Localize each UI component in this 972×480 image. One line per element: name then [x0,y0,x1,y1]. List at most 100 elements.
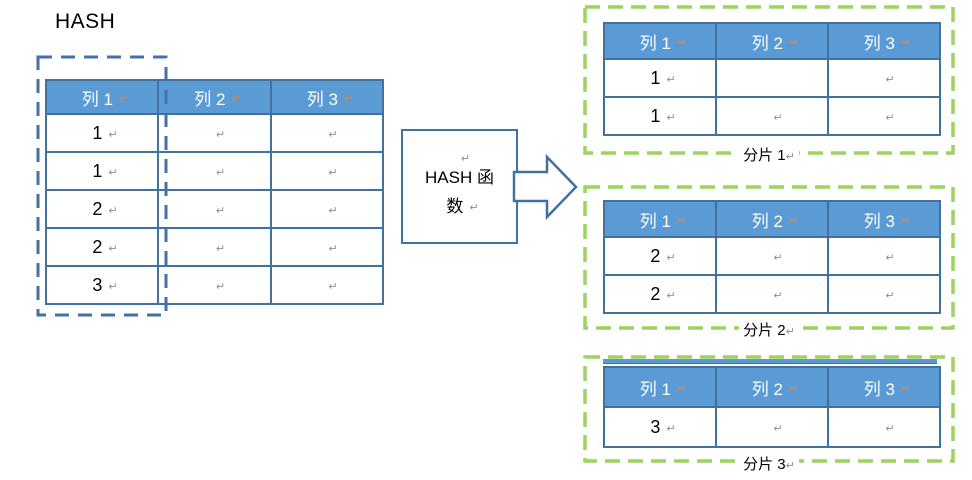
header-cell-col1: 列 1↵ [47,81,157,113]
table-top-strip [603,359,937,364]
shard-1-table: 列 1↵ 列 2↵ 列 3↵ 1↵ ↵ 1↵ ↵ ↵ [603,22,941,136]
table-cell: ↵ [717,276,827,312]
table-cell: ↵ [272,153,382,189]
shard-3-label: 分片 3↵ [583,453,955,474]
paragraph-mark-icon: ↵ [469,202,479,214]
cell-value: 3 [92,274,103,295]
shard-2-table: 列 1↵ 列 2↵ 列 3↵ 2↵ ↵ ↵ 2↵ ↵ ↵ [603,200,941,314]
shard-3-panel: 列 1↵ 列 2↵ 列 3↵ 3↵ ↵ ↵ 分片 3↵ [583,355,955,473]
cell-value: 1 [92,122,103,143]
cell-value: 2 [92,198,103,219]
paragraph-mark-icon: ↵ [885,289,895,302]
paragraph-mark-icon: ↵ [108,204,118,217]
header-text: 列 2 [751,211,783,231]
header-cell-col3: 列 3 ↵ [829,368,939,406]
table-cell: 3↵ [605,408,715,446]
header-cell-col1: 列 1 ↵ [605,368,715,406]
paragraph-mark-icon: ↵ [676,214,687,227]
table-cell: ↵ [159,191,270,227]
header-cell-col3: 列 3 ↵ [829,202,939,236]
paragraph-mark-icon: ↵ [666,251,676,264]
header-text: 列 3 [306,89,338,109]
table-cell: ↵ [272,191,382,227]
paragraph-mark-icon: ↵ [788,382,799,395]
cell-value: 1 [92,160,103,181]
header-cell-col1: 列 1↵ [605,24,715,58]
paragraph-mark-icon: ↵ [773,289,783,302]
table-cell: 1↵ [47,153,157,189]
header-cell-col3: 列 3↵ [272,81,382,113]
paragraph-mark-icon: ↵ [328,128,338,141]
table-cell: ↵ [829,60,939,96]
hash-box-text: HASH 函 [425,168,494,187]
cell-value: 2 [650,283,661,304]
table-cell: 1↵ [47,115,157,151]
table-cell: 2↵ [605,238,715,274]
paragraph-mark-icon: ↵ [788,214,799,227]
paragraph-mark-icon: ↵ [785,151,795,163]
table-cell: 3↵ [47,267,157,303]
paragraph-mark-icon: ↵ [666,111,676,124]
paragraph-mark-icon: ↵ [215,128,226,141]
table-cell: ↵ [717,238,827,274]
table-cell: ↵ [159,153,270,189]
paragraph-mark-icon: ↵ [108,280,118,293]
cell-value: 3 [650,416,661,437]
block-arrow-right-icon [512,153,578,221]
header-text: 列 2 [751,379,783,399]
cell-value: 2 [92,236,103,257]
paragraph-mark-icon: ↵ [676,382,687,395]
header-cell-col2: 列 2 ↵ [717,368,827,406]
table-cell: ↵ [272,267,382,303]
paragraph-mark-icon: ↵ [108,166,118,179]
paragraph-mark-icon: ↵ [666,289,676,302]
header-text: 列 3 [863,211,895,231]
paragraph-mark-icon: ↵ [885,422,895,435]
cell-value: 2 [650,245,661,266]
table-cell: ↵ [272,229,382,265]
hash-function-box: ↵ HASH 函 数↵ [401,129,518,244]
cell-value: 1 [650,67,661,88]
paragraph-mark-icon: ↵ [231,92,241,105]
header-cell-col2: 列 2 ↵ [717,202,827,236]
header-text: 列 3 [863,379,895,399]
paragraph-mark-icon: ↵ [215,166,226,179]
paragraph-mark-icon: ↵ [215,204,226,217]
paragraph-mark-icon: ↵ [885,73,895,86]
diagram-title: HASH [55,10,116,33]
header-text: 列 2 [751,33,783,53]
paragraph-mark-icon: ↵ [773,422,783,435]
table-cell: ↵ [829,238,939,274]
paragraph-mark-icon: ↵ [900,382,911,395]
shard-label-text: 分片 2↵ [739,322,799,339]
header-text: 列 1 [639,211,671,231]
header-text: 列 1 [639,33,671,53]
header-cell-col2: 列 2 ↵ [717,24,827,58]
paragraph-mark-icon: ↵ [328,280,338,293]
paragraph-mark-icon: ↵ [666,73,676,86]
paragraph-mark-icon: ↵ [885,251,895,264]
shard-2-label: 分片 2↵ [583,319,955,340]
paragraph-mark-icon: ↵ [328,242,338,255]
paragraph-mark-icon: ↵ [118,92,129,105]
header-text: 列 2 [194,89,226,109]
shard-1-label: 分片 1↵ [583,144,955,165]
table-cell: ↵ [159,267,270,303]
shard-1-panel: 列 1↵ 列 2↵ 列 3↵ 1↵ ↵ 1↵ ↵ ↵ 分片 1↵ [583,5,955,164]
paragraph-mark-icon: ↵ [215,242,226,255]
header-text: 列 1 [639,379,671,399]
header-cell-col2: 列 2 ↵ [159,81,270,113]
paragraph-mark-icon: ↵ [788,36,799,49]
hash-box-line: ↵ [455,152,470,165]
table-cell: ↵ [159,229,270,265]
paragraph-mark-icon: ↵ [900,214,911,227]
table-cell: 2↵ [47,229,157,265]
paragraph-mark-icon: ↵ [785,460,795,472]
table-cell: ↵ [272,115,382,151]
paragraph-mark-icon: ↵ [328,166,338,179]
shard-label-text: 分片 1↵ [739,147,799,164]
paragraph-mark-icon: ↵ [666,422,676,435]
paragraph-mark-icon: ↵ [773,251,783,264]
header-text: 列 3 [863,33,895,53]
